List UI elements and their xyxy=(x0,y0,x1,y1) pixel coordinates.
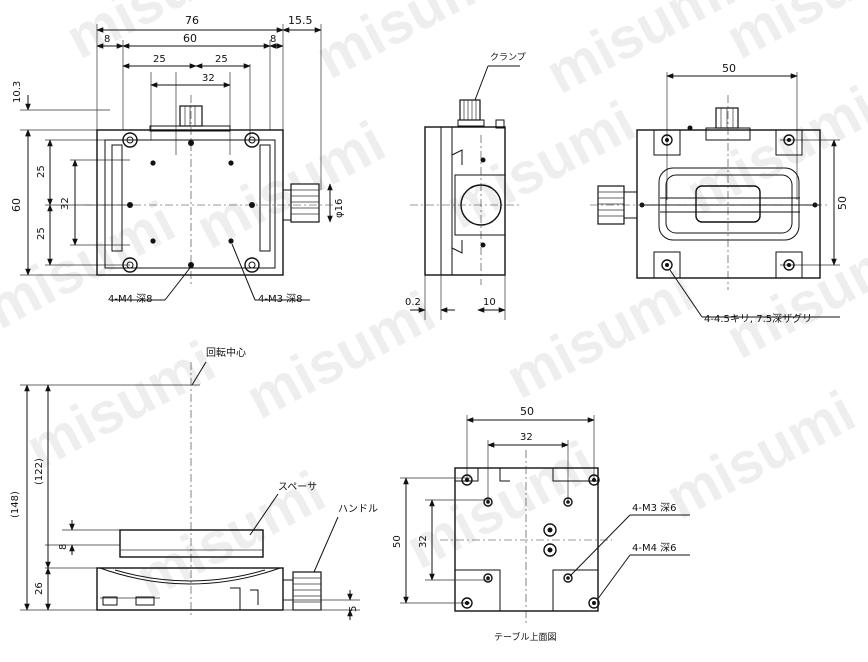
watermark-text: misumi xyxy=(16,329,226,482)
callout-m3: 4-M3 深8 xyxy=(258,293,303,305)
dim-inner-32: 32 xyxy=(60,197,71,210)
watermark-text: misumi xyxy=(496,259,706,412)
rotation-center-label: 回転中心 xyxy=(206,346,246,359)
dim-front-upper: (122) xyxy=(34,458,45,485)
callout-table-m4: 4-M4 深6 xyxy=(632,542,677,554)
dim-front-total: (148) xyxy=(10,491,21,518)
dim-table-height: 50 xyxy=(392,535,403,548)
dim-height-total: 60 xyxy=(10,198,23,212)
callout-m4: 4-M4 深8 xyxy=(108,293,153,305)
table-top-view: 50 32 50 32 4-M3 深6 4-M4 深6 テーブ xyxy=(392,405,690,643)
dim-left-margin: 8 xyxy=(104,34,110,45)
dim-knob-dia: φ16 xyxy=(334,199,345,218)
dim-half-right: 25 xyxy=(215,54,228,65)
spacer-label: スペーサ xyxy=(278,481,317,493)
scale-mark xyxy=(132,588,134,596)
dim-overall-width: 76 xyxy=(185,14,199,27)
dim-front-8: 8 xyxy=(58,544,69,550)
dim-inner-span: 32 xyxy=(202,73,215,84)
dim-hole-span: 60 xyxy=(183,32,197,45)
dim-lower-25: 25 xyxy=(36,227,47,240)
dim-side-left: 0.2 xyxy=(405,297,421,308)
watermark-layer: misumi misumi misumi misumi misumi misum… xyxy=(0,0,868,611)
dim-bottom-height: 50 xyxy=(836,196,849,210)
table-caption: テーブル上面図 xyxy=(494,631,556,643)
dim-bottom-width: 50 xyxy=(722,62,736,75)
dim-handle-offset: 15.5 xyxy=(288,14,313,27)
watermark-text: misumi xyxy=(716,0,868,71)
dim-right-margin: 8 xyxy=(270,34,276,45)
dim-side-right: 10 xyxy=(483,297,496,308)
bottom-callout: 4-4.5キリ, 7.5深ザグリ xyxy=(704,312,812,325)
side-view: クランプ 0.2 10 xyxy=(405,52,526,320)
dim-front-26: 26 xyxy=(34,582,45,595)
clamp-label: クランプ xyxy=(490,52,526,63)
dim-top-offset: 10.3 xyxy=(12,81,23,103)
front-view: 回転中心 (148) (122) 8 26 スペーサ ハンドル xyxy=(10,346,378,620)
dim-table-inner-v: 32 xyxy=(418,535,429,548)
watermark-text: misumi xyxy=(396,429,606,582)
dim-table-inner: 32 xyxy=(520,432,533,443)
dim-table-width: 50 xyxy=(520,405,534,418)
watermark-text: misumi xyxy=(716,219,868,372)
dim-upper-25: 25 xyxy=(36,165,47,178)
watermark-text: misumi xyxy=(536,0,746,106)
handle-label: ハンドル xyxy=(338,504,378,515)
bottom-view: 50 50 4-4.5キリ, 7.5深ザグリ xyxy=(590,62,849,325)
watermark-text: misumi xyxy=(656,379,866,532)
top-view: 76 15.5 8 60 8 25 25 32 10.3 60 25 25 xyxy=(10,14,345,305)
dim-front-5: 5 xyxy=(348,606,359,612)
dim-half-left: 25 xyxy=(153,54,166,65)
callout-table-m3: 4-M3 深6 xyxy=(632,502,677,514)
